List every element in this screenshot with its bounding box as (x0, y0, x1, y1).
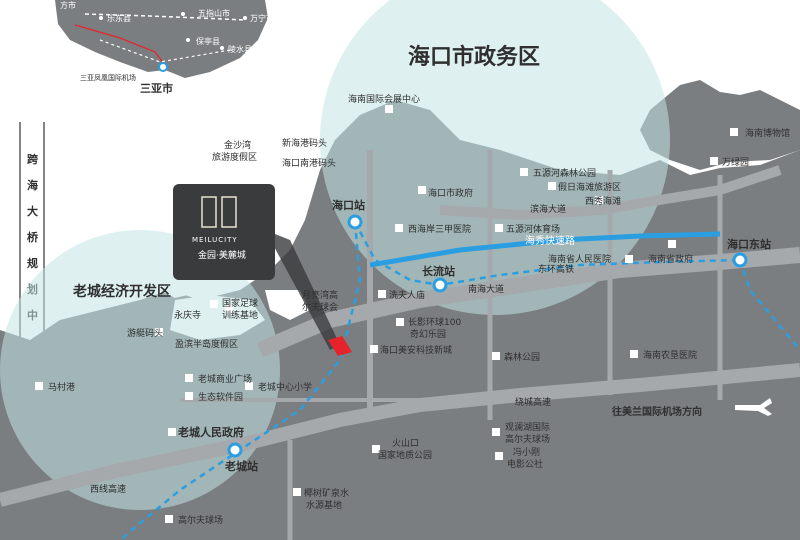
station-haikou: 海口站 (332, 198, 365, 212)
inset-place: 乐东县 (107, 13, 131, 23)
poi-feng-1: 冯小刚 (513, 447, 540, 458)
station-haikou-east: 海口东站 (727, 237, 771, 251)
bridge-label-char: 跨 (27, 152, 39, 166)
poi-jinsha-2: 旅游度假区 (212, 151, 257, 163)
poi-agri: 海南农垦医院 (643, 349, 697, 361)
project-site-marker (328, 336, 352, 356)
station-laocheng: 老城站 (224, 459, 258, 473)
gov-zone-circle (320, 0, 670, 315)
poi-yingbin: 盈滨半岛度假区 (175, 338, 238, 350)
bridge-label-char: 大 (27, 204, 38, 218)
poi-golf-2: 尔夫球会 (302, 301, 338, 313)
poi-xianren: 洗夫人庙 (389, 289, 425, 301)
logo-cn: 金园·美麓城 (198, 249, 246, 261)
plane-icon (735, 398, 772, 416)
airport-direction: 往美兰国际机场方向 (612, 405, 702, 418)
station-markers (227, 214, 748, 458)
roads (0, 150, 800, 540)
poi-wanlu: 万绿园 (722, 156, 749, 168)
poi-coconut-2: 水源基地 (306, 499, 342, 511)
road-nanhai: 南海大道 (468, 283, 504, 295)
poi-west-beach: 西秀海滩 (585, 195, 621, 207)
project-callout (173, 184, 352, 356)
poi-feng-2: 电影公社 (507, 458, 543, 470)
poi-yongqing: 永庆寺 (174, 309, 201, 321)
poi-software: 生态软件园 (198, 391, 243, 403)
poi-guanlan-1: 观澜湖国际 (505, 422, 550, 433)
poi-changying-1: 长影环球100 (408, 316, 461, 328)
poi-city-gov: 海口市政府 (428, 187, 473, 199)
poi-prov-gov: 海南省政府 (648, 253, 693, 265)
poi-golf-1: 月亮湾高 (302, 289, 338, 301)
poi-guanlan-2: 高尔夫球场 (505, 433, 550, 445)
poi-school: 老城中心小学 (258, 381, 312, 393)
poi-golf-course: 高尔夫球场 (178, 514, 223, 526)
poi-jinsha-1: 金沙湾 (224, 139, 251, 151)
poi-forest: 五源河森林公园 (533, 167, 596, 179)
poi-football-1: 国家足球 (222, 297, 258, 309)
gov-district-title: 海口市政务区 (408, 44, 540, 70)
poi-laocheng-gov: 老城人民政府 (177, 425, 244, 439)
inset-place: 保亭县 (196, 36, 220, 46)
inset-place: 五指山市 (198, 8, 230, 18)
inset-place: 万宁市 (250, 13, 274, 23)
poi-peoples-hospital: 海南省人民医院 (548, 253, 611, 265)
poi-volcano-2: 国家地质公园 (378, 449, 432, 461)
bridge-label-char: 规 (27, 256, 38, 270)
rail-lines (119, 221, 800, 540)
poi-macun: 马村港 (48, 381, 75, 393)
inset-city: 三亚市 (140, 81, 173, 95)
poi-west-hospital: 西海岸三甲医院 (408, 223, 471, 235)
road-haixiu: 海秀快速路 (525, 234, 575, 247)
inset-label-top: 方市 (60, 0, 76, 10)
poi-forest-park: 森林公园 (504, 351, 540, 363)
old-city-zone-title: 老城经济开发区 (73, 283, 171, 300)
poi-changying-2: 奇幻乐园 (410, 328, 446, 340)
poi-stadium: 五源河体育场 (506, 223, 560, 235)
bridge-label-char: 海 (27, 178, 38, 192)
poi-coconut-1: 椰树矿泉水 (304, 487, 349, 499)
haixiu-express-line (369, 231, 721, 268)
poi-nangang: 海口南港码头 (282, 157, 336, 169)
poi-volcano-1: 火山口 (392, 438, 419, 449)
poi-expo: 海南国际会展中心 (348, 93, 420, 105)
road-west: 西线高速 (90, 483, 126, 495)
poi-youting: 游艇码头 (127, 327, 163, 339)
poi-xinhai: 新海港码头 (282, 137, 327, 149)
inset-place: 三亚凤凰国际机场 (80, 73, 136, 82)
poi-football-2: 训练基地 (222, 309, 258, 321)
poi-markers (35, 105, 738, 523)
inset-map: 方市 乐东县 五指山市 万宁市 保亭县 陵水县 三亚凤凰国际机场 三亚市 (55, 0, 274, 95)
inset-place: 陵水县 (228, 44, 252, 54)
road-east-rail: 东环高铁 (538, 263, 574, 275)
bridge-label-char: 桥 (27, 230, 39, 244)
poi-meian: 海口美安科技新城 (380, 344, 452, 356)
road-raocheng: 绕城高速 (515, 396, 551, 408)
poi-commercial: 老城商业广场 (198, 373, 252, 385)
poi-museum: 海南博物馆 (745, 127, 790, 139)
poi-holiday: 假日海滩旅游区 (558, 181, 621, 193)
station-changliu: 长流站 (422, 264, 455, 278)
logo-latin: MEILUCITY (192, 236, 238, 244)
road-binhai: 滨海大道 (530, 203, 566, 215)
